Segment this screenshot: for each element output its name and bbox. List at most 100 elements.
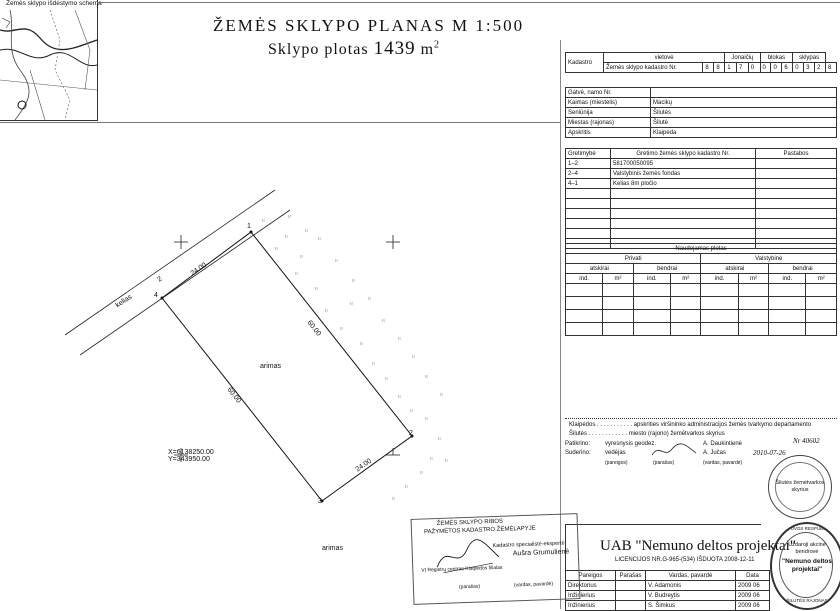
empty-cell	[670, 283, 702, 297]
signer-name: S. Šimkus	[645, 600, 736, 611]
svg-text:ıı: ıı	[325, 308, 328, 314]
address-value: Šilutė	[650, 117, 837, 128]
inset-caption: Žemės sklypo išdėstymo schema	[6, 0, 102, 7]
neighbor-note	[755, 178, 837, 189]
empty-cell	[632, 296, 672, 310]
usage-ind: ind.	[700, 273, 739, 284]
empty-cell	[565, 188, 611, 199]
empty-cell	[610, 208, 756, 219]
empty-cell	[805, 309, 837, 323]
agreed-by-role: vedėjas	[605, 450, 626, 456]
col-parasas: (parašas)	[653, 460, 675, 466]
header-rule-top	[97, 2, 840, 3]
registry-signature	[436, 539, 500, 574]
approval-line2: Šilutės . . . . . . . . . . . . miesto (…	[569, 431, 725, 437]
empty-cell	[700, 322, 739, 336]
empty-cell	[768, 283, 807, 297]
silute-stamp-text: Šilutės žemėtvarkos skyrius	[775, 480, 825, 493]
neighbors-header: Gretimybė	[565, 148, 611, 159]
empty-cell	[768, 296, 807, 310]
plot-area-line: Sklypo plotas 1439 m2	[268, 38, 440, 60]
signer-role: Inžinierius	[565, 600, 616, 611]
vertex-marker	[320, 499, 324, 503]
empty-cell	[755, 208, 837, 219]
cadastre-digit: 3	[803, 62, 816, 73]
location-inset-map: Žemės sklypo išdėstymo schema	[0, 0, 102, 121]
plan-title: ŽEMĖS SKLYPO PLANAS M 1:500	[213, 16, 525, 35]
plot-area-label: Sklypo plotas	[268, 41, 369, 58]
vertex-label-2: 2	[409, 430, 413, 437]
svg-text:ıı: ıı	[425, 416, 428, 422]
empty-cell	[610, 198, 756, 209]
empty-cell	[610, 218, 756, 229]
cadastre-digit: 0	[759, 62, 772, 73]
col-pareigos: (pareigos)	[605, 460, 628, 466]
usage-state: Valstybinė	[700, 253, 837, 264]
cadastre-label: Kadastro	[565, 52, 604, 73]
coordinate-y: Y=343950.00	[168, 456, 210, 463]
svg-text:ıı: ıı	[398, 394, 401, 400]
svg-text:ıı: ıı	[420, 470, 423, 476]
empty-cell	[602, 309, 634, 323]
usage-m2: m²	[602, 273, 634, 284]
approval-block: Klaipėdos . . . . . . . . . . . apskriti…	[565, 418, 837, 469]
empty-cell	[670, 296, 702, 310]
plot-area-unit: m	[420, 41, 435, 58]
svg-text:ıı: ıı	[275, 246, 278, 252]
svg-text:ıı: ıı	[288, 214, 291, 220]
svg-text:ıı: ıı	[392, 496, 395, 502]
neighbor-cadastre: Kelias 8m pločio	[610, 178, 756, 189]
cadastre-digit: 8	[702, 62, 715, 73]
approval-line1: Klaipėdos . . . . . . . . . . . apskriti…	[569, 422, 812, 428]
neighbor-edge: 1–2	[565, 158, 611, 169]
agreed-date: 2010-07-26	[753, 449, 786, 457]
svg-text:ıı: ıı	[350, 301, 353, 307]
svg-text:ıı: ıı	[398, 336, 401, 342]
cadastre-digit: 6	[781, 62, 794, 73]
usage-ind: ind.	[564, 273, 604, 284]
cadastre-digit: 1	[724, 62, 737, 73]
vertex-marker	[160, 296, 164, 300]
usage-m2: m²	[670, 273, 702, 284]
empty-cell	[805, 322, 837, 336]
usage-bendrai: bendrai	[768, 263, 837, 274]
col-vardas: (vardas, pavardė)	[703, 460, 743, 466]
address-value: Šilutės	[650, 107, 837, 118]
coordinate-x: X=6138250.00	[168, 449, 214, 456]
usage-title: Naudojamas plotas	[565, 243, 837, 254]
neighbors-header: Gretimo žemės sklypo kadastro Nr.	[610, 148, 756, 159]
cadastre-digit: 0	[770, 62, 783, 73]
signers-header: Parašas	[615, 570, 646, 581]
company-stamp-line3: LIETUVOS RESPUBLIKA	[781, 526, 833, 531]
svg-text:ıı: ıı	[425, 374, 428, 380]
empty-cell	[755, 198, 837, 209]
signer-signature	[615, 600, 646, 611]
sklypas-label: sklypas	[792, 52, 826, 63]
agreed-by-label: Suderino:	[565, 450, 591, 456]
svg-text:ıı: ıı	[305, 228, 308, 234]
neighbor-edge: 4–1	[565, 178, 611, 189]
company-signers-table: Pareigos Parašas Vardas, pavardė Data Di…	[565, 570, 770, 611]
signer-name: V. Adamonis	[645, 580, 736, 591]
empty-cell	[700, 296, 739, 310]
vertex-label-3: 3	[318, 498, 322, 505]
usage-m2: m²	[737, 273, 770, 284]
signer-signature	[615, 590, 646, 601]
svg-text:ıı: ıı	[372, 361, 375, 367]
signer-name: V. Budreytis	[645, 590, 736, 601]
empty-cell	[565, 208, 611, 219]
svg-text:ıı: ıı	[352, 278, 355, 284]
svg-text:ıı: ıı	[315, 286, 318, 292]
empty-cell	[737, 283, 770, 297]
svg-text:ıı: ıı	[410, 408, 413, 414]
empty-cell	[700, 309, 739, 323]
address-value: Klaipėda	[650, 127, 837, 138]
svg-text:ıı: ıı	[318, 236, 321, 242]
signers-header: Vardas, pavardė	[645, 570, 736, 581]
empty-cell	[632, 309, 672, 323]
approval-district: Šilutės	[569, 431, 588, 437]
empty-cell	[564, 283, 604, 297]
svg-text:ıı: ıı	[445, 458, 448, 464]
empty-cell	[805, 283, 837, 297]
